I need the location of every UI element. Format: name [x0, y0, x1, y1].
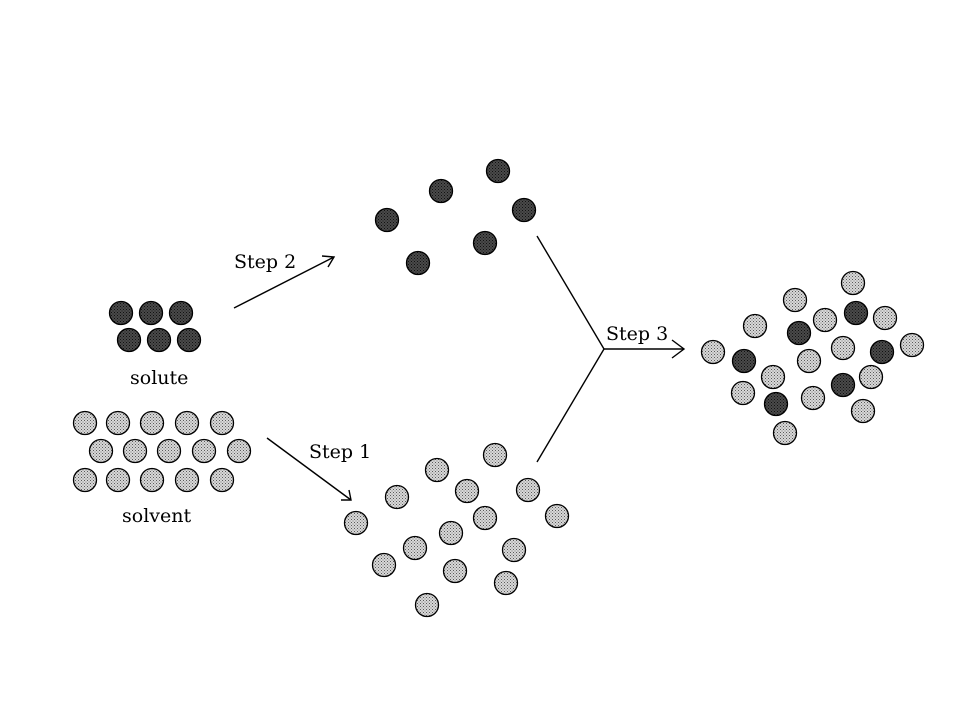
solvent-particle — [371, 552, 397, 578]
solvent-particle — [850, 398, 876, 424]
solvent-particle — [72, 410, 98, 436]
solvent-particle — [472, 505, 498, 531]
solvent-particle — [174, 410, 200, 436]
solvent-particle — [812, 307, 838, 333]
step3-label: Step 3 — [606, 323, 668, 345]
solvent-particle — [438, 520, 464, 546]
solution-mixture-particles — [700, 270, 925, 446]
solvent-particle — [700, 339, 726, 365]
solute-particle — [428, 178, 454, 204]
solute-particle — [843, 300, 869, 326]
solvent-particle — [191, 438, 217, 464]
solute-label: solute — [130, 367, 188, 389]
solute-particle — [511, 197, 537, 223]
solvent-particle — [384, 484, 410, 510]
solvent-particle — [493, 570, 519, 596]
solute-particle — [786, 320, 812, 346]
step1-label: Step 1 — [309, 441, 371, 463]
solute-particle — [830, 372, 856, 398]
solute-particle — [405, 250, 431, 276]
solvent-particle — [139, 467, 165, 493]
solute-particle — [138, 300, 164, 326]
solvent-particle — [800, 385, 826, 411]
step2-arrow — [233, 255, 336, 309]
separated-solvent-particles — [343, 442, 570, 618]
solvent-label: solvent — [122, 505, 191, 527]
solvent-particle — [343, 510, 369, 536]
solvent-particle — [782, 287, 808, 313]
solvent-particle — [501, 537, 527, 563]
solute-particle — [485, 158, 511, 184]
solvent-particle — [442, 558, 468, 584]
solvent-particle — [840, 270, 866, 296]
solvent-particle — [872, 305, 898, 331]
solute-particle — [763, 391, 789, 417]
solvent-particle — [209, 410, 235, 436]
solute-particle — [108, 300, 134, 326]
solvent-particle — [105, 467, 131, 493]
solvent-particle — [899, 332, 925, 358]
separated-solute-particles — [374, 158, 537, 276]
solvent-particle — [88, 438, 114, 464]
solvent-particle — [858, 364, 884, 390]
solvent-particle — [209, 467, 235, 493]
solvent-particle — [139, 410, 165, 436]
solute-particle — [869, 339, 895, 365]
solute-particle — [472, 230, 498, 256]
solute-particle — [146, 327, 172, 353]
solvent-particle — [730, 380, 756, 406]
solvent-particle — [226, 438, 252, 464]
solvent-cluster — [72, 410, 252, 493]
step1-arrow — [266, 437, 352, 501]
solvent-particle — [760, 364, 786, 390]
step2-label: Step 2 — [234, 251, 296, 273]
solvent-particle — [544, 503, 570, 529]
solvent-particle — [742, 313, 768, 339]
solvent-particle — [515, 477, 541, 503]
solvent-particle — [830, 335, 856, 361]
solvent-particle — [772, 420, 798, 446]
step3-arrow — [536, 235, 686, 463]
solvent-particle — [174, 467, 200, 493]
solute-particle — [374, 207, 400, 233]
solute-particle — [116, 327, 142, 353]
solute-particle — [731, 348, 757, 374]
solvent-particle — [122, 438, 148, 464]
solute-particle — [176, 327, 202, 353]
solvent-particle — [72, 467, 98, 493]
solvent-particle — [402, 535, 428, 561]
solvent-particle — [156, 438, 182, 464]
solute-cluster — [108, 300, 202, 353]
solute-particle — [168, 300, 194, 326]
solvent-particle — [424, 457, 450, 483]
solvent-particle — [454, 478, 480, 504]
solvent-particle — [105, 410, 131, 436]
solvent-particle — [414, 592, 440, 618]
solvent-particle — [482, 442, 508, 468]
solvent-particle — [796, 348, 822, 374]
